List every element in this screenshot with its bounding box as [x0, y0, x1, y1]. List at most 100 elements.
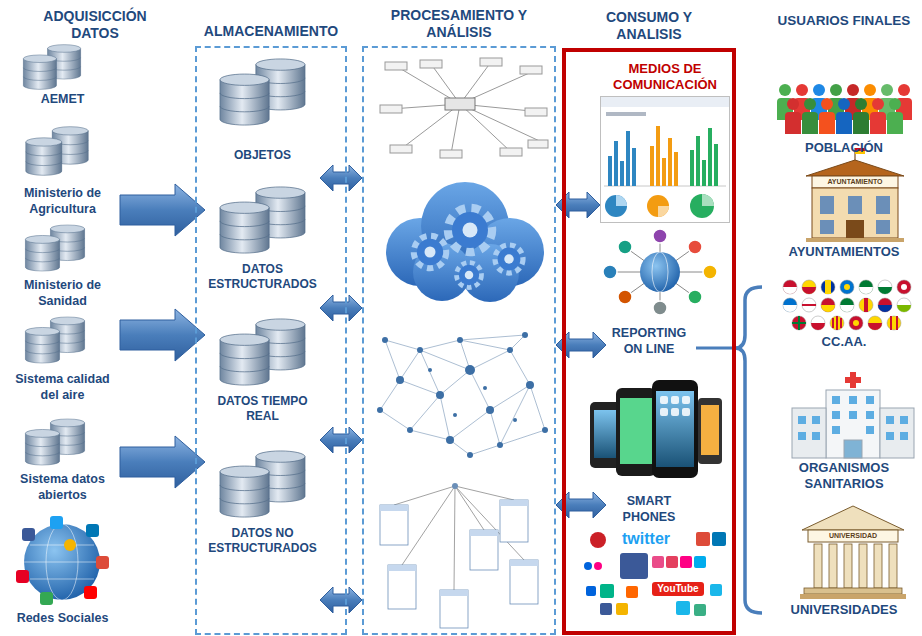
- hospital-icon: [880, 408, 914, 458]
- dashboard-screenshot: [608, 131, 636, 186]
- town-hall-icon: [806, 160, 904, 176]
- university-icon: [800, 594, 906, 599]
- smartphones: [682, 408, 690, 416]
- town-hall-icon: [806, 238, 904, 242]
- town-hall-icon: [820, 220, 834, 234]
- devices-network: [653, 229, 667, 243]
- social-logos: [666, 556, 678, 568]
- dashboard-screenshot: [620, 161, 624, 186]
- people-icon: [870, 98, 886, 134]
- social-logos: [680, 556, 692, 568]
- data-source: Sistema datos abiertos: [5, 414, 120, 507]
- social-logos: [652, 556, 664, 568]
- end-user: ORGANISMOS SANITARIOS: [770, 376, 918, 496]
- dashboard-screenshot: [606, 112, 646, 116]
- network-graph: [436, 391, 444, 399]
- university-icon: [814, 544, 822, 588]
- dashboard-screenshot: [632, 148, 636, 186]
- devices-network: [703, 265, 717, 279]
- column-heading: USUARIOS FINALES: [768, 12, 920, 29]
- source-label: Redes Sociales: [5, 611, 120, 627]
- network-graph: [407, 427, 413, 433]
- gears-cloud: [457, 263, 481, 287]
- region-flags: [868, 323, 882, 330]
- users-bracket: [735, 287, 762, 613]
- network-graph: [446, 436, 454, 444]
- region-flags: [890, 316, 898, 330]
- block-arrow: [120, 309, 205, 361]
- region-flags: [901, 284, 907, 290]
- storage-label: DATOS ESTRUCTURADOS: [205, 262, 320, 292]
- region-flags: [859, 280, 873, 294]
- dashboard-screenshot: [690, 128, 718, 186]
- region-flags: [853, 320, 859, 326]
- region-flags: [878, 298, 892, 312]
- gears-cloud: [415, 237, 446, 268]
- data-source: Redes Sociales: [5, 505, 120, 633]
- social-globe: [16, 570, 29, 583]
- region-flags: [821, 280, 835, 294]
- people-icon: [836, 98, 852, 134]
- people-icon: [853, 98, 869, 134]
- data-source: Sistema calidad del aire: [5, 312, 120, 407]
- schema-diagram: [380, 505, 408, 511]
- storage-label: DATOS TIEMPO REAL: [205, 394, 320, 424]
- users-bracket: [696, 347, 735, 350]
- database-icons: [220, 319, 305, 385]
- dashboard-screenshot: [708, 128, 712, 186]
- region-flags: [897, 298, 911, 312]
- people-icon: [819, 98, 835, 134]
- people-icon: [838, 98, 850, 110]
- social-logos: [694, 604, 706, 616]
- people-icon: [887, 98, 903, 134]
- network-graph: [377, 407, 383, 413]
- network-graph: [542, 427, 548, 433]
- region-flags: [859, 287, 873, 294]
- hospital-icon: [866, 411, 874, 419]
- region-flags: [897, 305, 911, 312]
- smartphones: [616, 388, 656, 476]
- hospital-icon: [845, 377, 861, 383]
- smartphones: [652, 380, 698, 478]
- dashboard-screenshot: [650, 126, 678, 186]
- dashboard-screenshot: [614, 141, 618, 186]
- schema-diagram: [510, 560, 538, 566]
- people-icon: [887, 98, 903, 134]
- smartphones: [656, 391, 694, 467]
- user-label: AYUNTAMIENTOS: [770, 244, 918, 260]
- people-icon: [802, 98, 818, 134]
- source-label: Sistema calidad del aire: [5, 372, 120, 403]
- mind-map: [445, 98, 475, 110]
- region-flags: [792, 316, 806, 330]
- people-icon: [804, 98, 816, 110]
- dashboard-screenshot: [601, 97, 729, 107]
- storage-item: DATOS NO ESTRUCTURADOS: [205, 450, 320, 610]
- network-graph: [382, 337, 388, 343]
- region-flags: [859, 280, 873, 294]
- storage-label: OBJETOS: [205, 148, 320, 163]
- hospital-icon: [792, 408, 826, 458]
- region-flags: [811, 316, 825, 330]
- dashboard-screenshot: [662, 158, 666, 186]
- storage-label: DATOS NO ESTRUCTURADOS: [205, 526, 320, 556]
- hospital-icon: [832, 396, 840, 404]
- smartphone-item: SMART PHONES: [606, 490, 692, 530]
- schema-diagram: [380, 483, 538, 628]
- region-flags: [811, 323, 825, 330]
- schema-diagram: [380, 505, 408, 545]
- schema-diagram: [440, 590, 468, 596]
- social-logos: [600, 584, 614, 598]
- mind-map: [391, 62, 546, 154]
- region-flags: [792, 316, 806, 330]
- region-flags: [802, 298, 816, 312]
- network-graph: [377, 332, 548, 458]
- dashboard-screenshot: [616, 195, 627, 206]
- gears-cloud: [449, 209, 491, 251]
- network-graph: [507, 347, 513, 353]
- hospital-icon: [798, 416, 806, 424]
- schema-diagram: [500, 500, 528, 506]
- university-icon: [808, 530, 898, 542]
- people-icon: [881, 84, 893, 96]
- hospital-icon: [798, 432, 806, 440]
- user-label: POBLACIÓN: [770, 140, 918, 156]
